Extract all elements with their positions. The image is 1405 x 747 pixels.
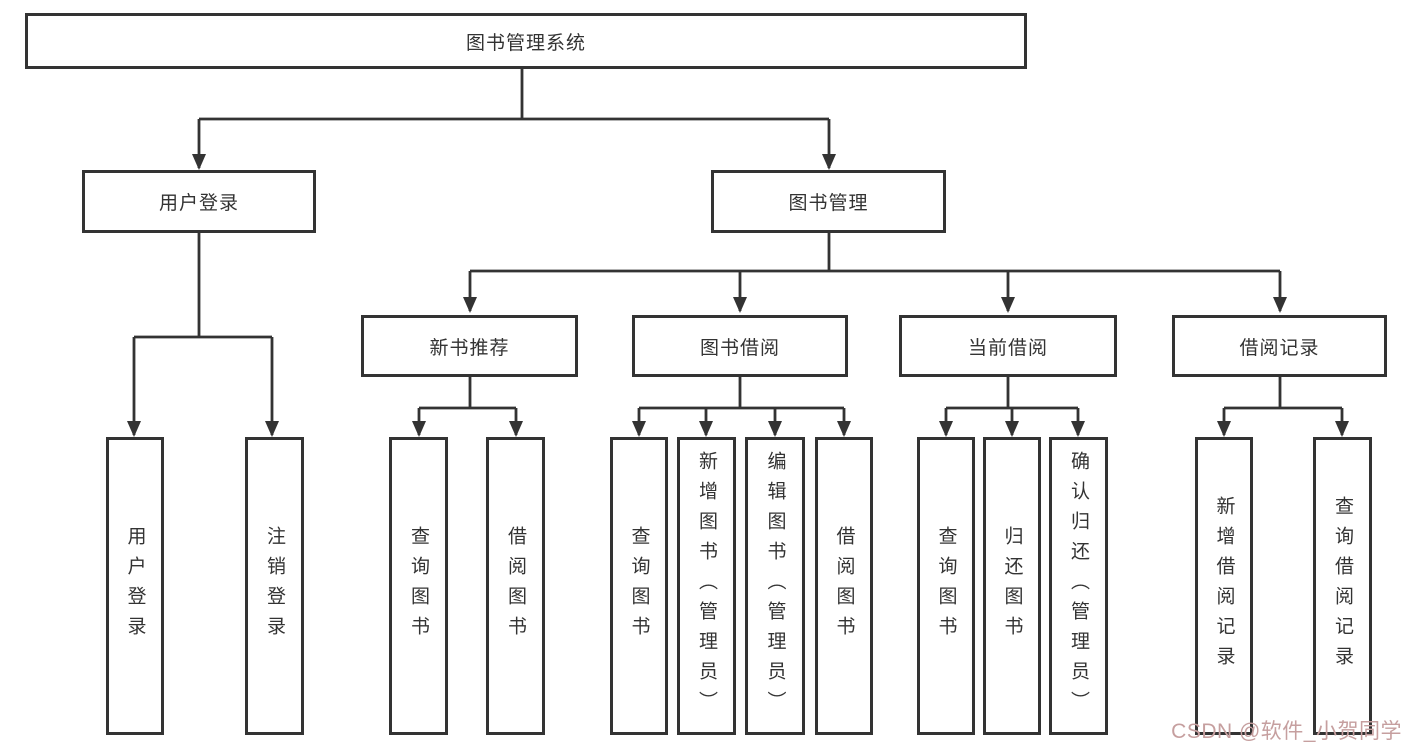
node-user-login: 用户登录 [82, 170, 316, 233]
leaf-cb-return-book: 归还图书 [983, 437, 1041, 735]
leaf-logout: 注销登录 [245, 437, 304, 735]
node-borrowing-records: 借阅记录 [1172, 315, 1387, 377]
leaf-bb-add-book-admin: 新增图书（管理员） [677, 437, 736, 735]
leaf-cb-query-book: 查询图书 [917, 437, 975, 735]
leaf-bb-query-book: 查询图书 [610, 437, 668, 735]
node-book-management: 图书管理 [711, 170, 946, 233]
watermark-text: CSDN @软件_小贺同学 [1171, 720, 1402, 743]
node-current-borrowing: 当前借阅 [899, 315, 1117, 377]
leaf-user-login: 用户登录 [106, 437, 164, 735]
leaf-nb-query-book: 查询图书 [389, 437, 448, 735]
node-new-book-recommendation: 新书推荐 [361, 315, 578, 377]
leaf-bb-borrow-book: 借阅图书 [815, 437, 873, 735]
leaf-br-query-record: 查询借阅记录 [1313, 437, 1372, 735]
leaf-br-add-record: 新增借阅记录 [1195, 437, 1253, 735]
node-root-system: 图书管理系统 [25, 13, 1027, 69]
leaf-cb-confirm-return-admin: 确认归还（管理员） [1049, 437, 1108, 735]
leaf-nb-borrow-book: 借阅图书 [486, 437, 545, 735]
node-book-borrowing: 图书借阅 [632, 315, 848, 377]
leaf-bb-edit-book-admin: 编辑图书（管理员） [745, 437, 805, 735]
